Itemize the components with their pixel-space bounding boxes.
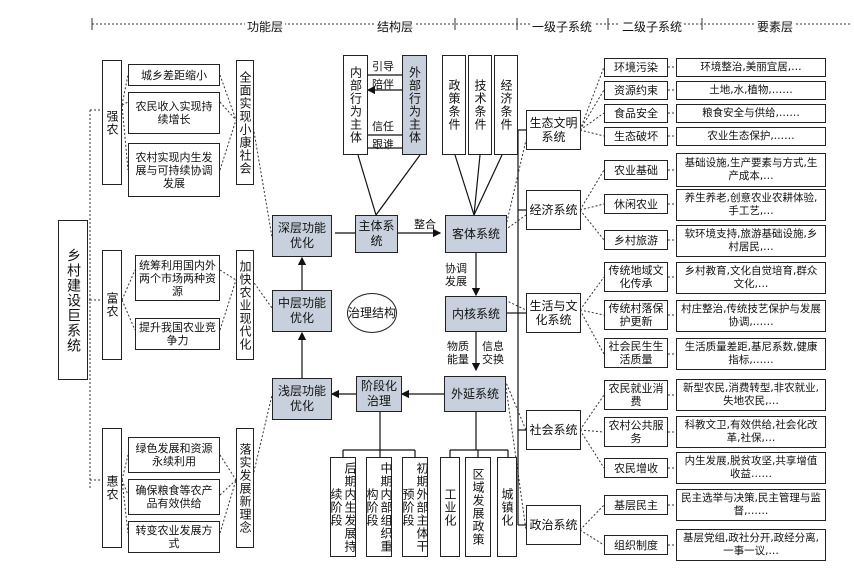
label-info-exchange: 信息交换 — [482, 340, 504, 366]
secondary-item: 基层民主 — [604, 495, 668, 515]
economy-condition: 经济条件 — [494, 55, 518, 155]
element-item: 内生发展,脱贫攻坚,共享增值收益…… — [676, 452, 826, 484]
secondary-item: 农村公共服务 — [604, 417, 668, 447]
element-item: 基础设施,生产要素与方式,生产成本,… — [676, 153, 826, 187]
target-rich: 加快农业现代化 — [236, 250, 254, 360]
secondary-item: 休闲农业 — [604, 194, 668, 214]
regional-policy: 区域发展政策 — [465, 457, 491, 557]
secondary-item: 农业基础 — [604, 160, 668, 180]
primary-econ: 经济系统 — [526, 190, 581, 230]
primary-life: 生活与文化系统 — [526, 293, 581, 333]
tech-condition: 技术条件 — [468, 55, 492, 155]
label-material-energy: 物质能量 — [447, 340, 469, 366]
benefit-item: 转变农业发展方式 — [128, 521, 220, 553]
industrialization: 工业化 — [440, 457, 460, 557]
late-stage: 后期内生发展持续阶段 — [329, 457, 357, 557]
benefit-item: 绿色发展和资源永续利用 — [128, 437, 220, 473]
label-follow: 跟谁 — [372, 138, 394, 151]
header-functional: 功能层 — [245, 18, 286, 35]
secondary-item: 环境污染 — [604, 58, 668, 77]
subject-system: 主体系统 — [355, 215, 398, 253]
target-strong: 全面实现小康社会 — [236, 60, 254, 185]
goal-strong: 强农 — [102, 60, 122, 185]
secondary-item: 传统地域文化传承 — [604, 262, 668, 292]
mid-stage: 中期内部组织重构阶段 — [365, 457, 393, 557]
rich-item: 提升我国农业竞争力 — [135, 318, 220, 350]
internal-subject: 内部行为主体 — [343, 55, 368, 155]
strong-item: 城乡差距缩小 — [128, 64, 220, 86]
benefit-item: 确保粮食等农产品有效供给 — [128, 479, 220, 515]
primary-eco: 生态文明系统 — [526, 110, 581, 150]
label-guide: 引导 — [372, 60, 394, 73]
header-secondary: 二级子系统 — [620, 18, 685, 35]
core-system: 内核系统 — [445, 296, 507, 332]
element-item: 土地,水,植物,…… — [676, 81, 826, 100]
element-item: 生活质量差距,基尼系数,健康指标,…… — [676, 338, 826, 370]
goal-rich: 富农 — [102, 250, 122, 360]
element-item: 民主选举与决策,民主管理与监督,…… — [676, 489, 826, 521]
primary-social: 社会系统 — [526, 410, 581, 450]
object-system: 客体系统 — [445, 215, 507, 253]
layer-middle: 中层功能优化 — [272, 290, 332, 332]
secondary-item: 组织制度 — [604, 535, 668, 555]
header-primary: 一级子系统 — [530, 18, 595, 35]
label-trust: 信任 — [372, 120, 394, 133]
element-item: 新型农民,消费转型,非农就业,失地农民,… — [676, 379, 826, 411]
secondary-item: 农民就业消费 — [604, 380, 668, 410]
element-item: 养生养老,创意农业农耕体验,手工艺,… — [676, 189, 826, 221]
secondary-item: 乡村旅游 — [604, 230, 668, 250]
element-item: 农业生态保护,…… — [676, 127, 826, 146]
target-benefit: 落实发展新理念 — [236, 428, 254, 548]
secondary-item: 生态破坏 — [604, 127, 668, 146]
element-item: 环境整治,美丽宜居,… — [676, 58, 826, 77]
root-system: 乡村建设巨系统 — [58, 220, 88, 380]
stage-governance: 阶段化治理 — [356, 376, 402, 412]
label-accompany: 陪伴 — [372, 78, 394, 91]
primary-political: 政治系统 — [526, 505, 581, 545]
layer-deep: 深层功能优化 — [272, 215, 332, 257]
header-structural: 结构层 — [375, 18, 416, 35]
element-item: 基层党组,政社分开,政经分离,一事一议,… — [676, 529, 826, 561]
secondary-item: 资源约束 — [604, 81, 668, 100]
label-integrate: 整合 — [414, 218, 436, 231]
strong-item: 农民收入实现持续增长 — [128, 92, 220, 134]
goal-benefit: 惠农 — [102, 428, 122, 548]
external-subject: 外部行为主体 — [402, 55, 427, 155]
governance-structure: 治理结构 — [347, 293, 397, 333]
urbanization: 城镇化 — [497, 457, 517, 557]
element-item: 乡村教育,文化自觉培育,群众文化,… — [676, 262, 826, 294]
layer-shallow: 浅层功能优化 — [272, 378, 332, 420]
element-item: 村庄整治,传统技艺保护与发展协调,…… — [676, 300, 826, 332]
label-coordinate: 协调发展 — [445, 262, 467, 288]
secondary-item: 社会民生生活质量 — [604, 338, 668, 368]
element-item: 粮食安全与供给,…… — [676, 104, 826, 123]
element-item: 科教文卫,有效供给,社会化改革,社保,… — [676, 416, 826, 448]
strong-item: 农村实现内生发展与可持续协调发展 — [128, 143, 220, 197]
secondary-item: 传统村落保护更新 — [604, 300, 668, 330]
secondary-item: 农民增收 — [604, 458, 668, 478]
header-element: 要素层 — [755, 18, 796, 35]
early-stage: 初期外部主体干预阶段 — [401, 457, 429, 557]
policy-condition: 政策条件 — [442, 55, 466, 155]
outer-system: 外延系统 — [444, 376, 506, 412]
element-item: 软环境支持,旅游基础设施,乡村居民,… — [676, 225, 826, 257]
secondary-item: 食品安全 — [604, 104, 668, 123]
rich-item: 统筹利用国内外两个市场两种资源 — [135, 255, 220, 301]
